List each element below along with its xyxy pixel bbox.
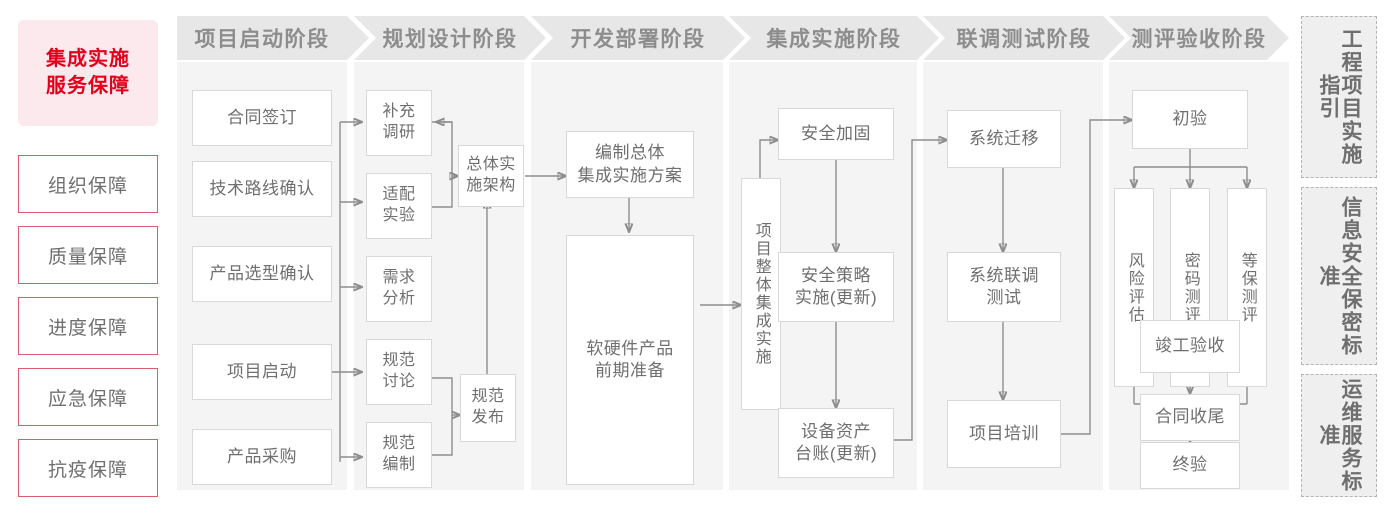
node-p6-1[interactable]: 风险评估 <box>1114 188 1154 387</box>
node-p1-4[interactable]: 产品采购 <box>192 429 332 485</box>
node-p2-0[interactable]: 补充 调研 <box>366 90 432 156</box>
phase-header-4: 集成实施阶段 <box>729 16 939 60</box>
standard-card-1[interactable]: 信息安全保密标准 <box>1301 187 1377 365</box>
node-p4-2[interactable]: 安全策略 实施(更新) <box>778 252 894 322</box>
node-p2-2[interactable]: 需求 分析 <box>366 256 432 322</box>
node-p2-6[interactable]: 规范 发布 <box>460 374 516 442</box>
node-p6-0[interactable]: 初验 <box>1132 90 1248 149</box>
guarantee-title-line-2: 服务保障 <box>46 75 130 97</box>
node-p4-1[interactable]: 安全加固 <box>778 108 894 160</box>
node-p2-5[interactable]: 总体实 施架构 <box>458 145 524 207</box>
guarantee-item-4[interactable]: 抗疫保障 <box>18 439 158 497</box>
node-p4-3[interactable]: 设备资产 台账(更新) <box>778 408 894 478</box>
node-p6-5[interactable]: 合同收尾 <box>1140 394 1240 441</box>
node-p5-1[interactable]: 系统联调 测试 <box>947 252 1061 322</box>
node-p6-4[interactable]: 竣工验收 <box>1140 320 1240 373</box>
phase-header-5: 联调测试阶段 <box>923 16 1125 60</box>
node-p6-6[interactable]: 终验 <box>1140 442 1240 489</box>
node-p4-0[interactable]: 项目整体集成实施 <box>741 178 781 410</box>
node-p2-1[interactable]: 适配 实验 <box>366 173 432 239</box>
node-p1-3[interactable]: 项目启动 <box>192 344 332 400</box>
standard-label-2: 运维服务标准 <box>1317 378 1363 493</box>
node-p3-0[interactable]: 编制总体 集成实施方案 <box>566 131 694 198</box>
node-p1-0[interactable]: 合同签订 <box>192 90 332 146</box>
guarantee-item-0[interactable]: 组织保障 <box>18 155 158 213</box>
standard-card-2[interactable]: 运维服务标准 <box>1301 374 1377 497</box>
node-p5-0[interactable]: 系统迁移 <box>947 110 1061 168</box>
phase-header-1: 项目启动阶段 <box>177 16 369 60</box>
node-p1-2[interactable]: 产品选型确认 <box>192 246 332 302</box>
guarantee-item-3[interactable]: 应急保障 <box>18 368 158 426</box>
node-p3-1[interactable]: 软硬件产品 前期准备 <box>566 235 694 485</box>
node-p5-2[interactable]: 项目培训 <box>947 400 1061 468</box>
phase-header-6: 测评验收阶段 <box>1109 16 1289 60</box>
guarantee-title: 集成实施 服务保障 <box>18 20 158 126</box>
node-p1-1[interactable]: 技术路线确认 <box>192 161 332 217</box>
phase-header-3: 开发部署阶段 <box>531 16 745 60</box>
guarantee-title-line-1: 集成实施 <box>46 48 130 70</box>
standard-card-0[interactable]: 工程项目实施指引 <box>1301 16 1377 178</box>
standard-label-1: 信息安全保密标准 <box>1317 195 1363 357</box>
node-p2-4[interactable]: 规范 编制 <box>366 422 432 488</box>
guarantee-item-2[interactable]: 进度保障 <box>18 297 158 355</box>
standard-label-0: 工程项目实施指引 <box>1317 28 1363 166</box>
phase-header-2: 规划设计阶段 <box>354 16 546 60</box>
node-p6-3[interactable]: 等保测评 <box>1227 188 1267 387</box>
guarantee-item-1[interactable]: 质量保障 <box>18 226 158 284</box>
node-p2-3[interactable]: 规范 讨论 <box>366 339 432 405</box>
